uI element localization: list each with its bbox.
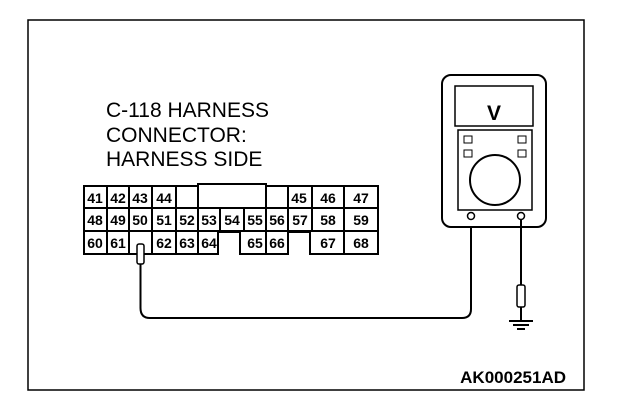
meter-terminal-left (466, 211, 476, 221)
pin-label: 52 (179, 212, 195, 228)
pin-label: 48 (87, 212, 103, 228)
meter-display (454, 85, 534, 127)
probe-tip (136, 243, 145, 265)
harness-connector (83, 183, 379, 255)
connector-pin-labels: 41 42 43 44 45 46 47 48 49 50 51 52 53 5… (87, 190, 369, 251)
pin-label: 54 (224, 212, 240, 228)
pin-label: 62 (156, 235, 172, 251)
pin-label: 57 (292, 212, 308, 228)
probe-lead (136, 216, 472, 319)
pin-label: 43 (132, 190, 148, 206)
pin-label: 56 (269, 212, 285, 228)
pin-label: 47 (353, 190, 369, 206)
pin-label: 53 (201, 212, 217, 228)
pin-label: 45 (291, 190, 307, 206)
figure-frame (27, 19, 585, 391)
meter-selector-dial (469, 154, 521, 206)
pin-label: 65 (247, 235, 263, 251)
meter-display-glyph: V (487, 102, 501, 125)
connector-title: C-118 HARNESS CONNECTOR: HARNESS SIDE (106, 99, 269, 171)
pin-label: 49 (110, 212, 126, 228)
title-line-1: C-118 HARNESS (106, 99, 269, 122)
meter-button-left-2 (463, 149, 473, 158)
pin-label: 58 (320, 212, 336, 228)
title-line-3: HARNESS SIDE (106, 148, 262, 171)
pin-label: 67 (320, 235, 336, 251)
ground-probe (516, 284, 526, 308)
multimeter: V (441, 74, 547, 228)
pin-label: 61 (110, 235, 126, 251)
pin-label: 63 (179, 235, 195, 251)
meter-button-left-1 (463, 135, 473, 144)
meter-button-right-1 (517, 135, 527, 144)
pin-label: 66 (269, 235, 285, 251)
ground-lead (509, 220, 533, 330)
probe-wire (139, 216, 472, 319)
figure-code: AK000251AD (460, 368, 566, 387)
pin-label: 41 (87, 190, 103, 206)
pin-label: 60 (87, 235, 103, 251)
pin-label: 55 (247, 212, 263, 228)
pin-label: 44 (156, 190, 172, 206)
pin-label: 51 (156, 212, 172, 228)
title-line-2: CONNECTOR: (106, 124, 247, 147)
pin-label: 42 (110, 190, 126, 206)
pin-label: 46 (320, 190, 336, 206)
meter-terminal-right (516, 211, 526, 221)
pin-label: 59 (353, 212, 369, 228)
pin-label: 50 (132, 212, 148, 228)
pin-label: 64 (201, 235, 217, 251)
meter-button-right-2 (517, 149, 527, 158)
pin-label: 68 (353, 235, 369, 251)
